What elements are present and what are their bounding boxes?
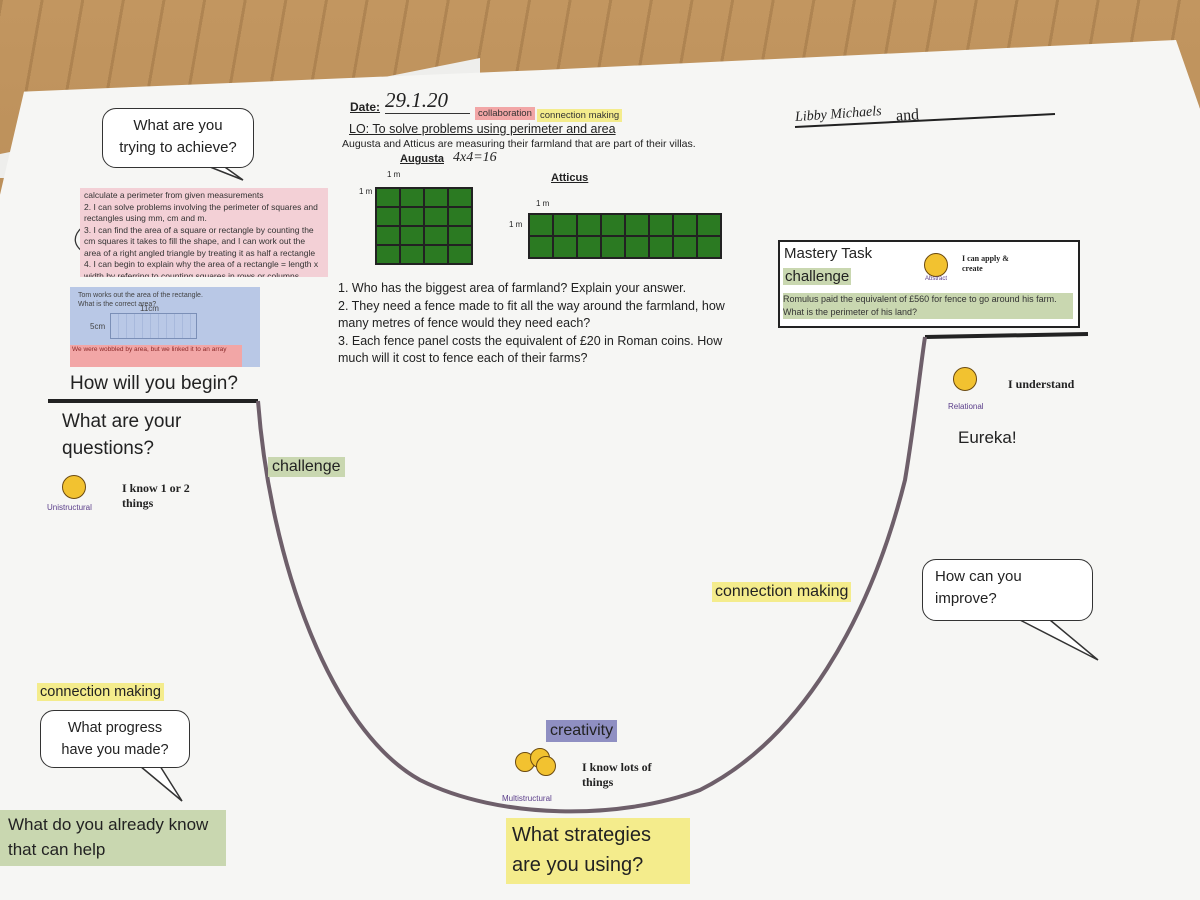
connection-making-right: connection making [712,582,852,602]
multistructural-bulb-icon-3 [536,756,556,776]
date-label: Date: [350,100,381,114]
atticus-unit-side: 1 m [509,220,523,229]
questions-prompt: What are your questions? [62,411,182,459]
worksheet-paper [0,40,1200,900]
question-2: 2. They need a fence made to fit all the… [338,298,725,331]
eureka-text: Eureka! [958,428,1017,447]
rectangle-problem-box: Tom works out the area of the rectangle.… [70,287,260,367]
abstract-bulb-icon [924,253,948,277]
augusta-unit-side: 1 m [359,187,373,196]
mastery-challenge-tag: challenge [783,268,852,285]
relational-bulb-icon [953,367,977,391]
rectangle-grid [110,313,197,339]
intro-text: Augusta and Atticus are measuring their … [342,138,696,150]
mastery-task-text: Romulus paid the equivalent of £560 for … [783,293,1073,319]
augusta-farm-grid [375,187,473,265]
mastery-title: Mastery Task [784,245,873,262]
rectangle-height-label: 5cm [90,322,106,331]
already-know-prompt: What do you already know that can help [0,810,226,866]
know-lots-text: I know lots of things [582,760,652,789]
name-and: and [895,106,920,125]
rectangle-width-label: 11cm [140,304,159,313]
unistructural-bulb-icon [62,475,86,499]
tag-connection-making: connection making [537,109,623,122]
tag-collaboration: collaboration [475,107,535,120]
progress-bubble-tail [139,765,183,802]
mastery-task-box: Mastery Task challenge Abstract I can ap… [778,240,1080,328]
atticus-farm-grid [528,213,722,259]
connection-making-left: connection making [37,683,164,701]
atticus-unit-top: 1 m [536,199,550,208]
relational-label: Relational [948,402,984,411]
rectangle-problem-title: Tom works out the area of the rectangle.… [78,292,203,308]
criteria-2: 2. I can solve problems involving the pe… [84,201,318,224]
unistructural-label: Unistructural [47,503,92,512]
question-3: 3. Each fence panel costs the equivalent… [338,333,723,366]
augusta-unit-top: 1 m [387,170,401,179]
understand-text: I understand [1008,377,1075,391]
success-criteria-box: calculate a perimeter from given measure… [80,188,328,277]
criteria-1: calculate a perimeter from given measure… [84,190,264,200]
wobble-note: We were wobbled by area, but we linked i… [70,345,242,367]
question-1: 1. Who has the biggest area of farmland?… [338,281,687,295]
improve-bubble: How can you improve? [922,559,1093,621]
strategies-prompt: What strategies are you using? [506,818,690,884]
abstract-label: Abstract [925,276,948,282]
begin-prompt: How will you begin? [70,373,238,394]
progress-bubble: What progress have you made? [40,710,190,768]
date-value: 29.1.20 [385,88,470,114]
know-few-text: I know 1 or 2 things [122,481,190,510]
achieve-bubble: What are you trying to achieve? [102,108,254,168]
learning-objective: LO: To solve problems using perimeter an… [349,122,616,136]
multistructural-label: Multistructural [502,794,552,803]
pit-curve-path [256,336,927,814]
questions-list: 1. Who has the biggest area of farmland?… [338,280,738,368]
augusta-calculation: 4x4=16 [453,150,497,165]
signature-line [794,113,1056,128]
criteria-4: 4. I can begin to explain why the area o… [84,259,319,277]
right-ledge-line [924,332,1089,339]
augusta-label: Augusta [400,153,444,165]
creativity-tag: creativity [546,720,618,742]
challenge-tag: challenge [268,457,345,477]
criteria-3: 3. I can find the area of a square or re… [84,224,316,258]
improve-bubble-tail [1019,619,1099,661]
apply-create-text: I can apply & create [962,254,1009,273]
atticus-label: Atticus [551,172,589,184]
